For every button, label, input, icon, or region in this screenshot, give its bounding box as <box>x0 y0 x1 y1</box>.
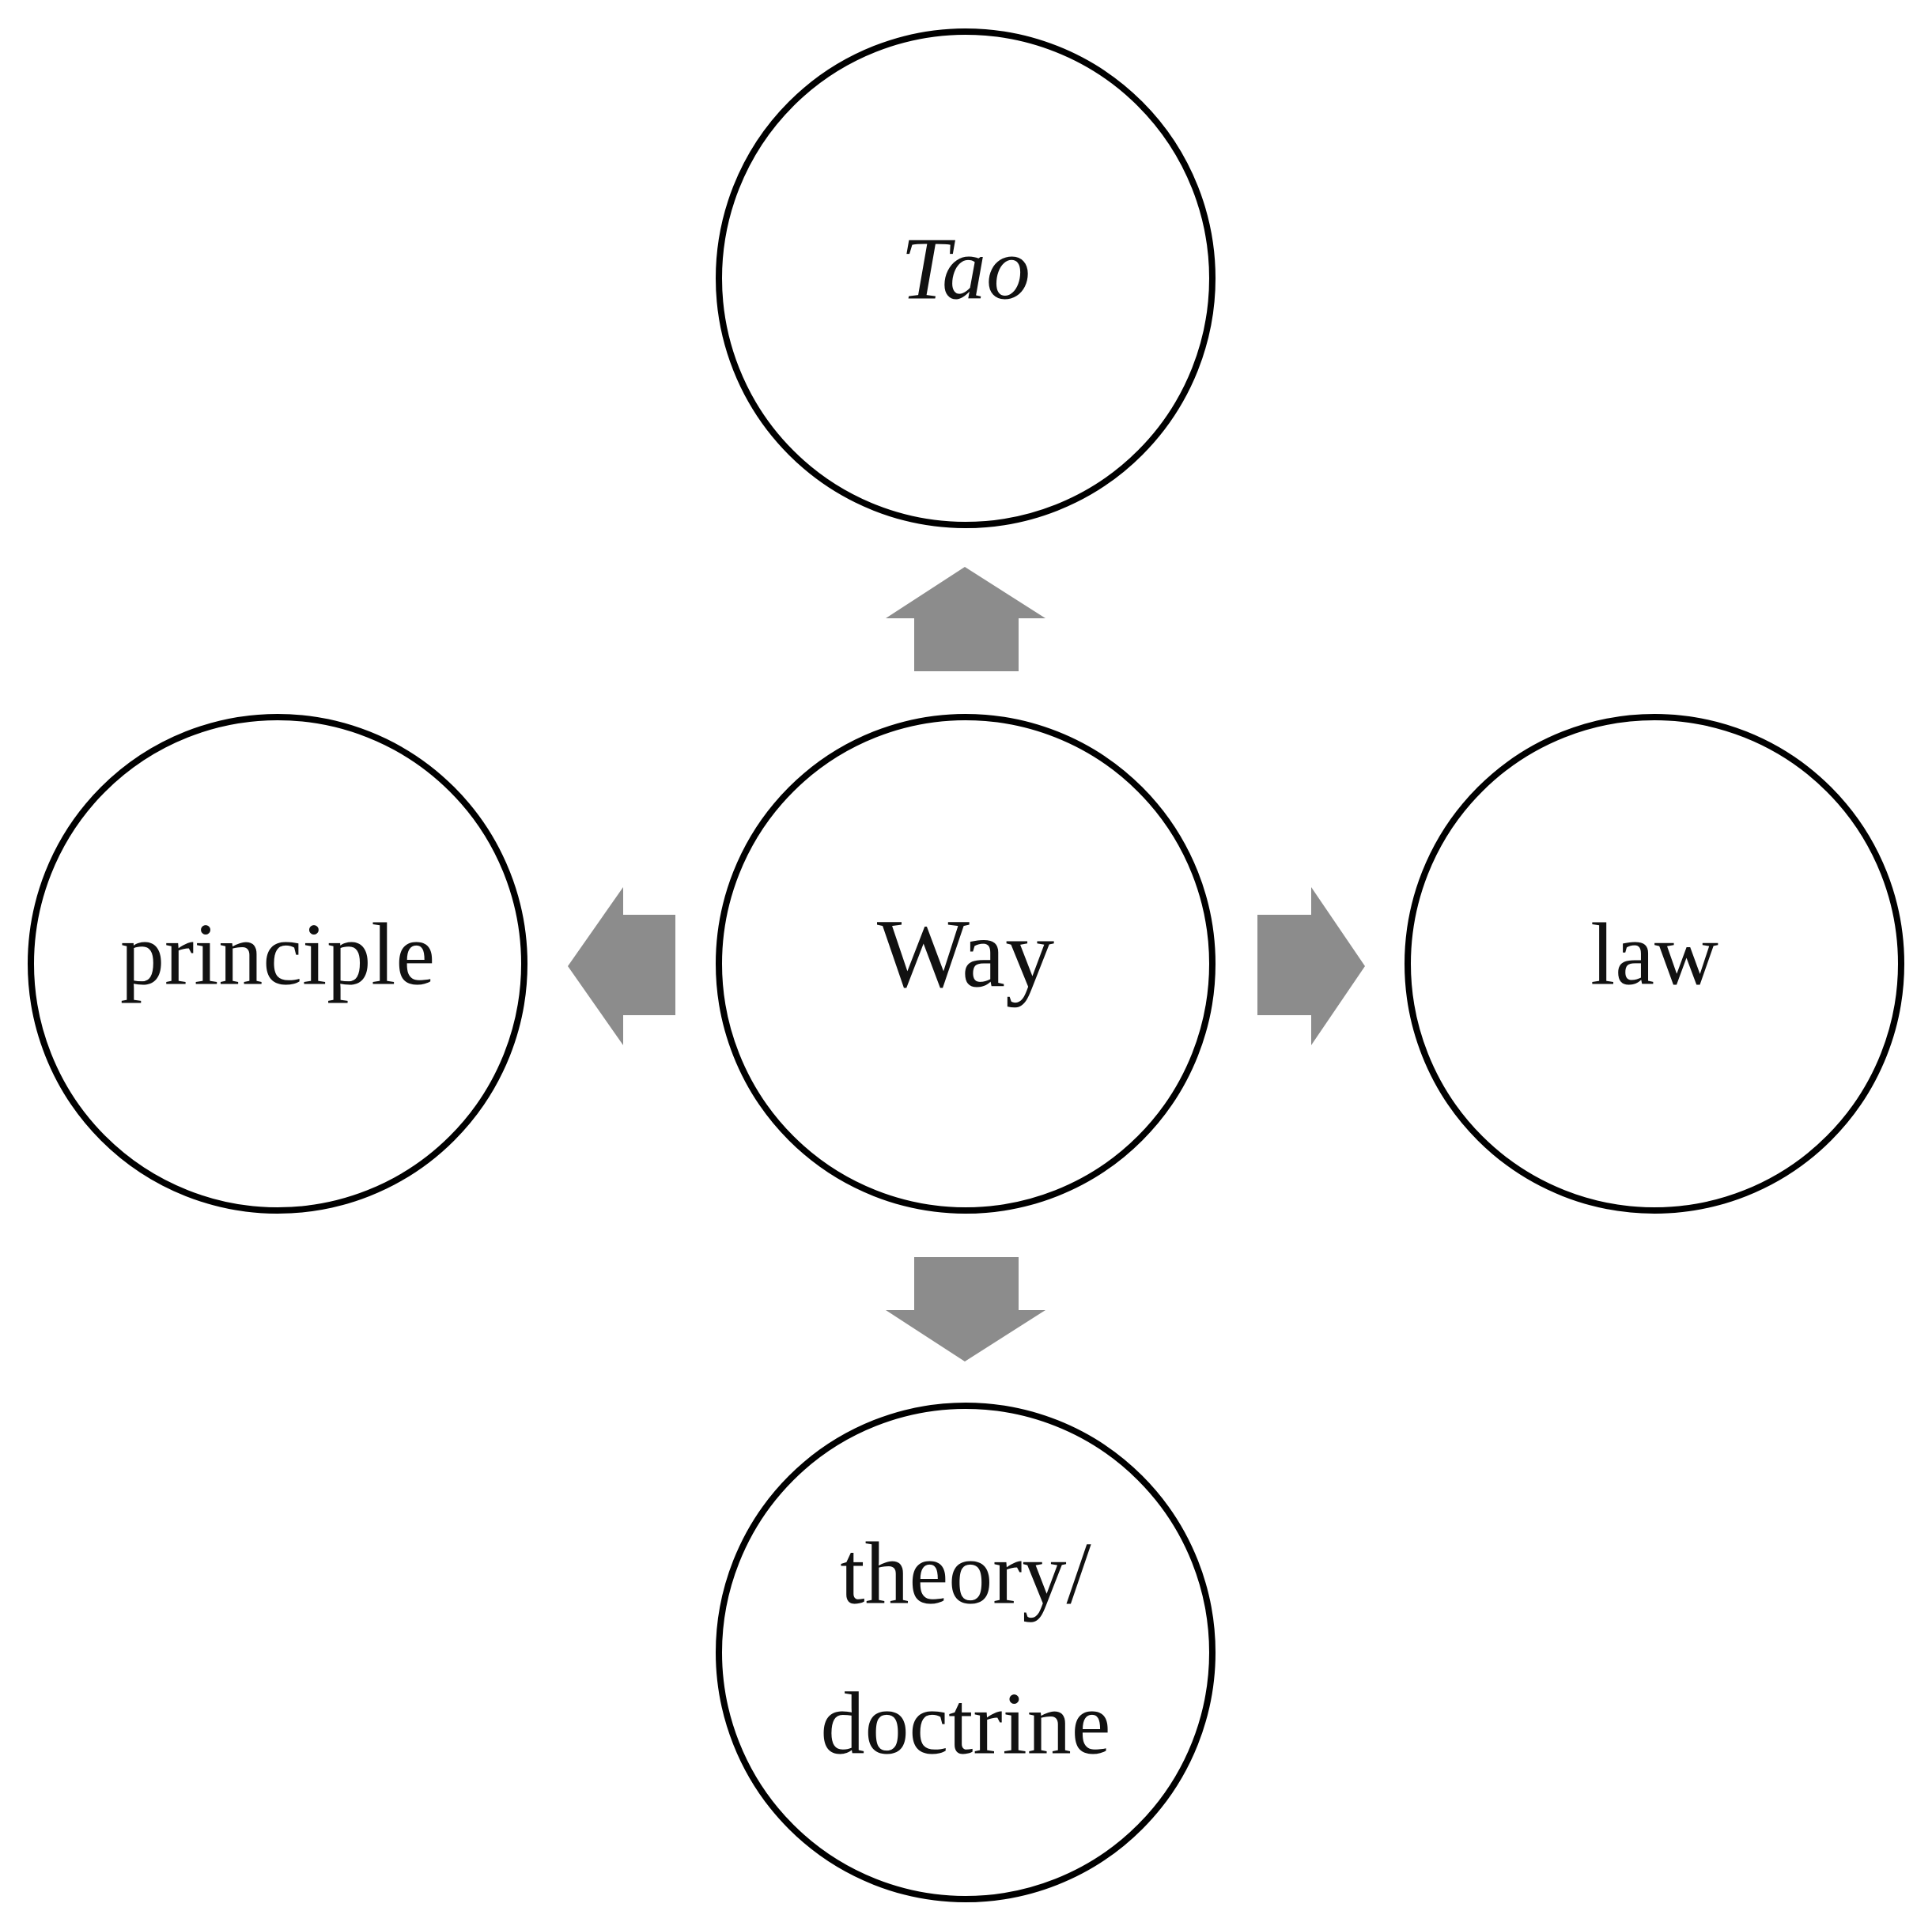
theory-doctrine-circle <box>716 1403 1216 1902</box>
law-node: law <box>1405 714 1904 1214</box>
law-label: law <box>1590 906 1718 1004</box>
principle-circle <box>28 714 527 1214</box>
tao-circle <box>716 28 1216 528</box>
arrow-left-icon <box>568 887 675 1045</box>
arrow-right-icon <box>1257 887 1365 1045</box>
arrow-down-icon <box>886 1257 1045 1361</box>
law-circle <box>1405 714 1904 1214</box>
principle-node: principle <box>28 714 527 1214</box>
theory-label: theory/ <box>840 1525 1091 1623</box>
way-label: Way <box>877 899 1054 1007</box>
way-node: Way <box>716 714 1216 1214</box>
principle-label: principle <box>120 906 435 1004</box>
tao-node: Tao <box>716 28 1216 528</box>
theory-doctrine-node: theory/ doctrine <box>716 1403 1216 1902</box>
doctrine-label: doctrine <box>821 1675 1111 1773</box>
tao-label: Tao <box>901 221 1030 319</box>
way-circle <box>716 714 1216 1214</box>
arrow-up-icon <box>886 567 1045 671</box>
